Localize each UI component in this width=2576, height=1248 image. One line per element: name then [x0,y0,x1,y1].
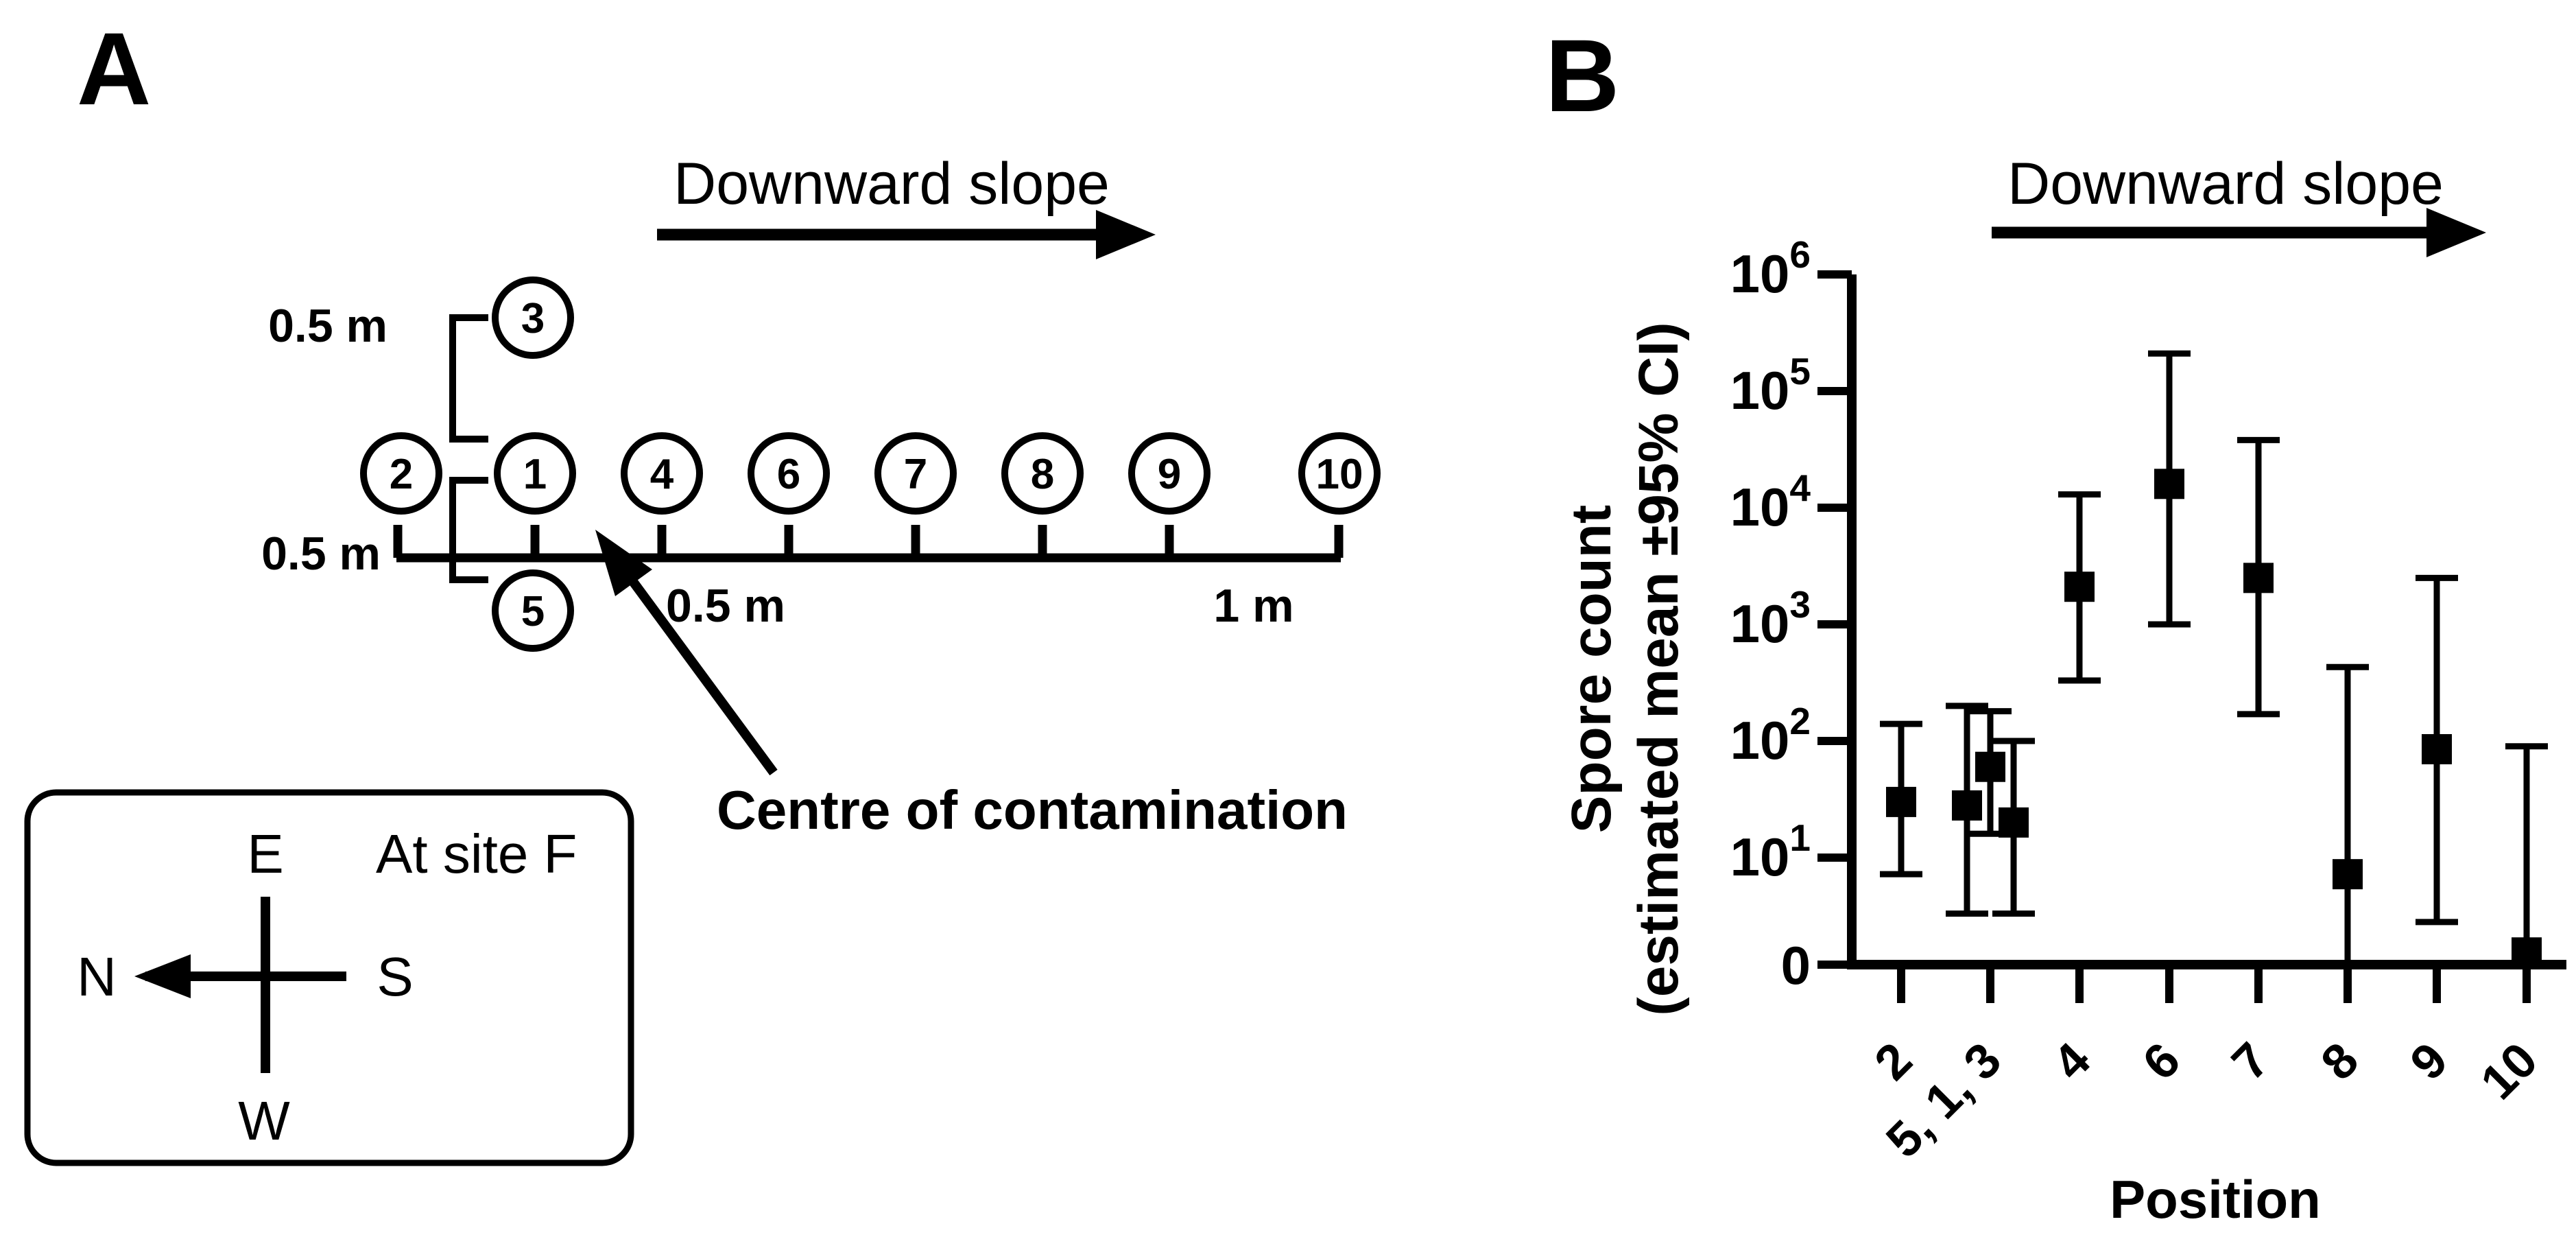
svg-text:5: 5 [521,588,545,635]
data-point-marker [2064,572,2095,602]
sample-circle-10: 10 [1298,432,1381,515]
sample-circle-8: 8 [1001,432,1084,515]
x-axis-ticks [1897,965,2531,1003]
sample-circle-3: 3 [492,276,574,359]
downward-slope-arrow-icon [1992,208,2486,257]
panel-b: B Downward slope [1545,18,2566,1229]
data-point-marker [1886,786,1916,817]
x-axis-tick-labels: 2 5, 1, 3 4 6 7 8 9 10 [1864,1033,2548,1168]
svg-text:2: 2 [390,451,413,498]
data-point-marker [2333,859,2363,890]
svg-text:10: 10 [1316,451,1363,498]
y-axis-ticks [1817,270,1852,969]
data-point-marker [2422,733,2452,764]
svg-text:10: 10 [2470,1033,2548,1110]
data-point-marker [1952,790,1982,821]
data-point-marker [2512,937,2542,968]
sample-circle-2: 2 [360,432,442,515]
compass-west-label: W [238,1090,290,1151]
chart-axes [1817,270,2566,1003]
svg-text:2: 2 [1864,1033,1922,1091]
panel-a: A Downward slope 0.5 m 0.5 m [24,11,1381,1166]
svg-text:105: 105 [1730,350,1811,421]
panel-a-letter: A [77,11,151,126]
svg-text:3: 3 [521,295,545,342]
sample-circle-5: 5 [492,569,574,652]
x-axis-title: Position [2110,1169,2321,1229]
sample-circle-7: 7 [874,432,957,515]
vertical-spacing-label-lower: 0.5 m [261,528,381,580]
sample-circle-1: 1 [494,432,576,515]
svg-text:6: 6 [2132,1033,2191,1091]
svg-text:9: 9 [2400,1033,2458,1091]
svg-text:7: 7 [904,451,927,498]
ruler-half-metre-label: 0.5 m [666,580,785,632]
svg-text:Spore count: Spore count [1560,505,1623,833]
sample-positions: 2 1 3 5 4 6 7 [360,276,1381,652]
svg-text:1: 1 [523,451,547,498]
svg-text:6: 6 [777,451,800,498]
data-point-marker [1975,751,2005,782]
data-point-marker [1999,807,2029,838]
compass-north-label: N [77,946,117,1007]
sample-circle-9: 9 [1128,432,1211,515]
error-bars-and-markers [1880,350,2548,968]
sample-circle-6: 6 [748,432,830,515]
sample-circle-4: 4 [621,432,703,515]
vertical-spacing-label-upper: 0.5 m [268,300,387,352]
compass-east-label: E [247,823,283,884]
panel-a-slope-label: Downward slope [673,151,1110,217]
y-axis-tick-labels: 106 105 104 103 102 101 0 [1730,233,1811,996]
centre-pointer-arrow-icon [595,530,778,776]
data-point-marker [2243,563,2274,593]
svg-text:4: 4 [650,451,674,498]
svg-text:104: 104 [1730,467,1811,537]
svg-text:9: 9 [1158,451,1181,498]
upper-spacing-bracket [449,314,488,443]
data-point-marker [2154,469,2184,499]
compass-box: E At site F N S W [24,789,634,1166]
y-axis-zero-label: 0 [1781,935,1811,996]
svg-text:101: 101 [1730,816,1811,887]
panel-b-letter: B [1545,18,1619,133]
lower-spacing-bracket [449,477,488,583]
svg-text:4: 4 [2042,1033,2101,1091]
svg-text:7: 7 [2221,1033,2280,1091]
distance-ruler [393,525,1344,563]
svg-text:106: 106 [1730,233,1811,304]
svg-text:102: 102 [1730,700,1811,770]
compass-site-note: At site F [376,823,577,884]
svg-text:8: 8 [1031,451,1054,498]
panel-b-slope-label: Downward slope [2007,151,2444,217]
svg-text:8: 8 [2311,1033,2369,1091]
svg-text:103: 103 [1730,583,1811,654]
centre-of-contamination-label: Centre of contamination [717,779,1348,840]
svg-text:(estimated mean ±95% CI): (estimated mean ±95% CI) [1627,322,1690,1015]
ruler-one-metre-label: 1 m [1213,580,1293,632]
north-arrowhead-icon [134,954,191,998]
downward-slope-arrow-icon [657,210,1156,259]
y-axis-title: Spore count (estimated mean ±95% CI) [1560,322,1690,1015]
compass-south-label: S [377,946,413,1007]
compass-cross-icon [134,897,346,1073]
